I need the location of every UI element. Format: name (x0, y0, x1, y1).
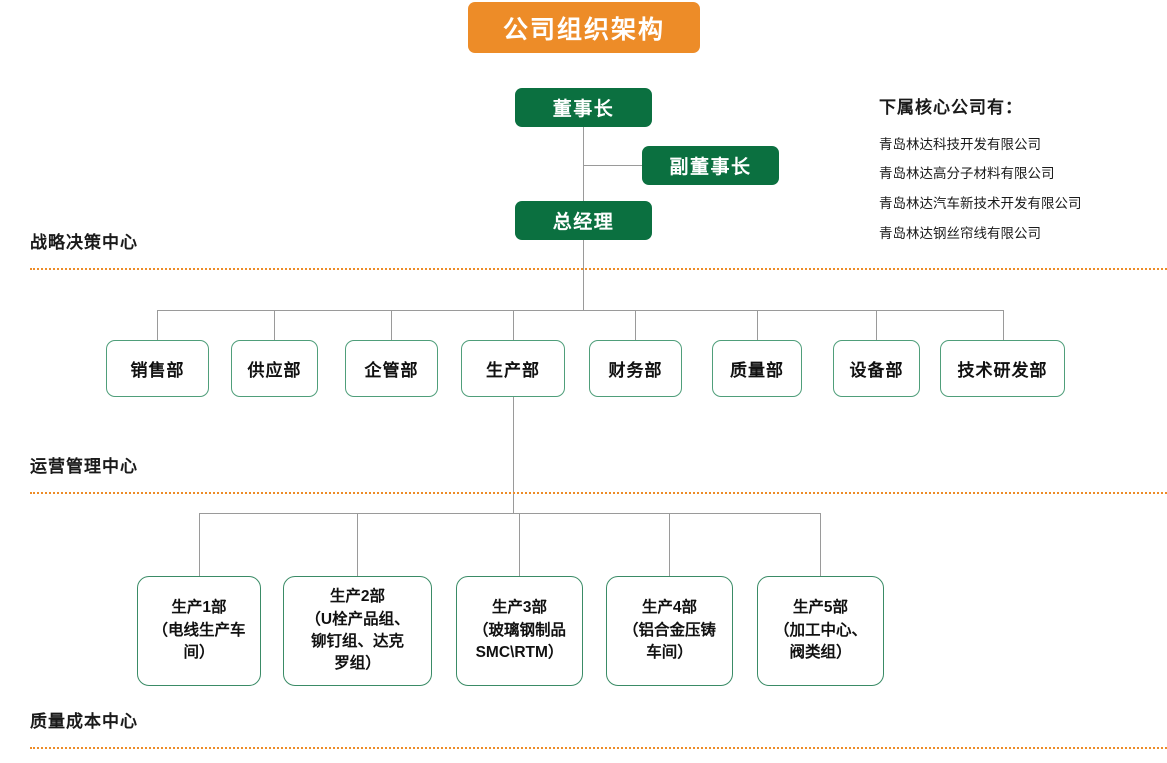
production-unit-4-line-1: 生产4部 (641, 599, 698, 617)
connector-drop-dept-3 (391, 310, 392, 340)
production-unit-2[interactable]: 生产2部 （U栓产品组、 铆钉组、达克 罗组） (283, 576, 432, 686)
production-unit-3-line-3: SMC\RTM） (475, 644, 564, 662)
production-unit-1-line-3: 间） (183, 644, 215, 662)
connector-drop-prod-5 (820, 513, 821, 576)
production-unit-5[interactable]: 生产5部 （加工中心、 阀类组） (757, 576, 884, 686)
production-unit-1-line-2: （电线生产车 (152, 621, 246, 639)
department-quality[interactable]: 质量部 (712, 340, 802, 397)
production-unit-5-line-3: 阀类组） (789, 644, 852, 662)
connector-trunk-to-vice-chairman (583, 165, 643, 166)
subsidiary-item-1: 青岛林达科技开发有限公司 (879, 137, 1041, 152)
executive-chairman[interactable]: 董事长 (515, 88, 652, 127)
production-unit-3-line-1: 生产3部 (491, 599, 548, 617)
connector-gm-to-departments (583, 240, 584, 310)
production-unit-2-line-2: （U栓产品组、 (305, 610, 410, 628)
production-unit-5-line-2: （加工中心、 (773, 621, 867, 639)
connector-drop-dept-6 (757, 310, 758, 340)
production-unit-4-line-3: 车间） (646, 644, 693, 662)
subsidiaries-heading: 下属核心公司有： (879, 98, 1023, 117)
department-technology-rnd[interactable]: 技术研发部 (940, 340, 1065, 397)
production-unit-1[interactable]: 生产1部 （电线生产车 间） (137, 576, 261, 686)
subsidiary-item-3: 青岛林达汽车新技术开发有限公司 (879, 196, 1082, 211)
production-unit-2-line-1: 生产2部 (329, 588, 386, 606)
connector-drop-prod-3 (519, 513, 520, 576)
band-divider-strategic-decision (30, 268, 1167, 270)
connector-drop-dept-2 (274, 310, 275, 340)
band-label-operations-management: 运营管理中心 (30, 457, 138, 476)
production-unit-3-line-2: （玻璃钢制品 (472, 621, 566, 639)
production-unit-4-line-2: （铝合金压铸 (622, 621, 716, 639)
production-unit-5-line-1: 生产5部 (792, 599, 849, 617)
production-unit-2-line-3: 铆钉组、达克 (310, 633, 404, 650)
band-label-quality-cost: 质量成本中心 (30, 712, 138, 731)
production-unit-3[interactable]: 生产3部 （玻璃钢制品 SMC\RTM） (456, 576, 583, 686)
department-supply[interactable]: 供应部 (231, 340, 318, 397)
production-unit-4[interactable]: 生产4部 （铝合金压铸 车间） (606, 576, 733, 686)
connector-production-to-units (513, 397, 514, 513)
band-label-strategic-decision: 战略决策中心 (30, 233, 138, 252)
production-unit-2-line-4: 罗组） (334, 655, 381, 673)
connector-production-unit-bus (199, 513, 820, 514)
connector-drop-dept-8 (1003, 310, 1004, 340)
subsidiary-item-4: 青岛林达钢丝帘线有限公司 (879, 226, 1041, 241)
executive-general-manager[interactable]: 总经理 (515, 201, 652, 240)
connector-drop-dept-4 (513, 310, 514, 340)
department-enterprise-management[interactable]: 企管部 (345, 340, 438, 397)
department-sales[interactable]: 销售部 (106, 340, 209, 397)
subsidiary-item-2: 青岛林达高分子材料有限公司 (879, 166, 1055, 181)
connector-drop-prod-2 (357, 513, 358, 576)
department-finance[interactable]: 财务部 (589, 340, 682, 397)
production-unit-1-line-1: 生产1部 (171, 599, 227, 617)
connector-drop-prod-1 (199, 513, 200, 576)
page-title: 公司组织架构 (468, 2, 700, 53)
connector-drop-dept-7 (876, 310, 877, 340)
department-equipment[interactable]: 设备部 (833, 340, 920, 397)
band-divider-operations-management (30, 492, 1167, 494)
band-divider-quality-cost (30, 747, 1167, 749)
connector-department-bus (157, 310, 1003, 311)
connector-drop-dept-5 (635, 310, 636, 340)
executive-vice-chairman[interactable]: 副董事长 (642, 146, 779, 185)
connector-drop-prod-4 (669, 513, 670, 576)
connector-chairman-to-gm (583, 127, 584, 202)
department-production[interactable]: 生产部 (461, 340, 565, 397)
connector-drop-dept-1 (157, 310, 158, 340)
